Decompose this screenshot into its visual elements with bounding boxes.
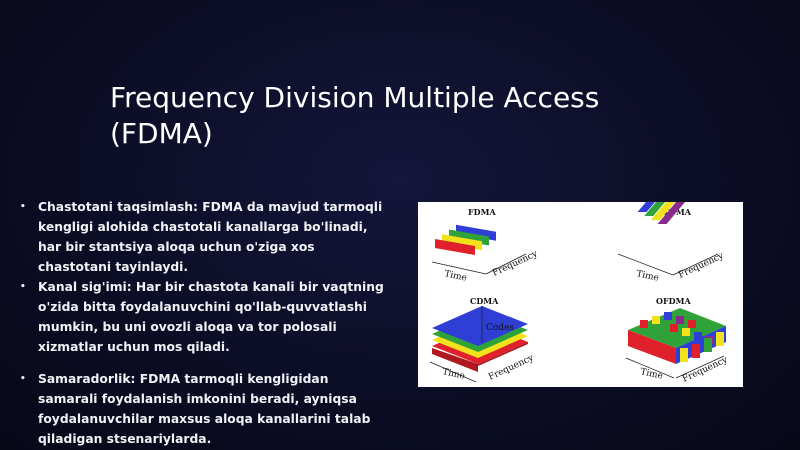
cdma-codes-label: Codes (486, 323, 514, 333)
ofdma-cell (680, 348, 688, 362)
ofdma-caption: OFDMA (656, 296, 691, 306)
ofdma-cell (658, 326, 666, 334)
tdma-bars (637, 202, 701, 224)
fdma-panel: FDMA Time Frequency (431, 207, 540, 284)
bullet-list: • Chastotani taqsimlash: FDMA da mavjud … (20, 197, 390, 449)
bullet-dot-icon: • (20, 282, 26, 292)
ofdma-cell (694, 332, 702, 340)
access-methods-diagram: FDMA Time Frequency TDMA Time (429, 202, 730, 385)
ofdma-cell (692, 344, 700, 358)
ofdma-time-label: Time (639, 367, 663, 382)
tdma-time-label: Time (635, 269, 659, 284)
cdma-time-label: Time (441, 367, 465, 382)
tdma-caption: TDMA (663, 207, 692, 217)
tdma-panel: TDMA Time Frequency (617, 202, 726, 284)
fdma-time-label: Time (443, 269, 467, 284)
tdma-bar-yellow (650, 202, 694, 220)
ofdma-cell (670, 324, 678, 332)
bullet-text: Kanal sig'imi: Har bir chastota kanali b… (38, 280, 384, 354)
access-methods-figure: FDMA Time Frequency TDMA Time (418, 202, 743, 387)
bullet-text: Chastotani taqsimlash: FDMA da mavjud ta… (38, 200, 383, 274)
fdma-bar-red (435, 238, 475, 256)
tdma-bar-green (644, 202, 687, 216)
cdma-panel: CDMA Codes Time Frequency (429, 296, 536, 383)
ofdma-cell (700, 324, 708, 332)
slide-title: Frequency Division Multiple Access (FDMA… (110, 80, 710, 152)
slide-title-line1: Frequency Division Multiple Access (110, 81, 600, 114)
bullet-item: • Chastotani taqsimlash: FDMA da mavjud … (20, 197, 390, 277)
ofdma-grid (640, 312, 724, 362)
ofdma-cell (716, 332, 724, 346)
ofdma-cell (682, 328, 690, 336)
bullet-dot-icon: • (20, 202, 26, 212)
cdma-caption: CDMA (470, 296, 499, 306)
bullet-item: • Kanal sig'imi: Har bir chastota kanali… (20, 277, 390, 357)
ofdma-cell (640, 320, 648, 328)
bullet-item: • Samaradorlik: FDMA tarmoqli kengligida… (20, 369, 390, 449)
ofdma-cell (676, 316, 684, 324)
tdma-bar-purple (657, 202, 701, 224)
tdma-frequency-label: Frequency (677, 251, 726, 281)
ofdma-frequency-label: Frequency (681, 355, 730, 385)
bullet-text: Samaradorlik: FDMA tarmoqli kengligidan … (38, 372, 371, 446)
fdma-caption: FDMA (468, 207, 496, 217)
fdma-frequency-label: Frequency (491, 249, 540, 279)
cdma-layer-blue (432, 306, 528, 346)
ofdma-panel: OFDMA (625, 296, 730, 385)
bullet-dot-icon: • (20, 374, 26, 384)
ofdma-cell (652, 316, 660, 324)
ofdma-cell (664, 312, 672, 320)
slide-title-line2: (FDMA) (110, 117, 213, 150)
fdma-bars (435, 224, 496, 256)
ofdma-cell (704, 338, 712, 352)
ofdma-cell (688, 320, 696, 328)
